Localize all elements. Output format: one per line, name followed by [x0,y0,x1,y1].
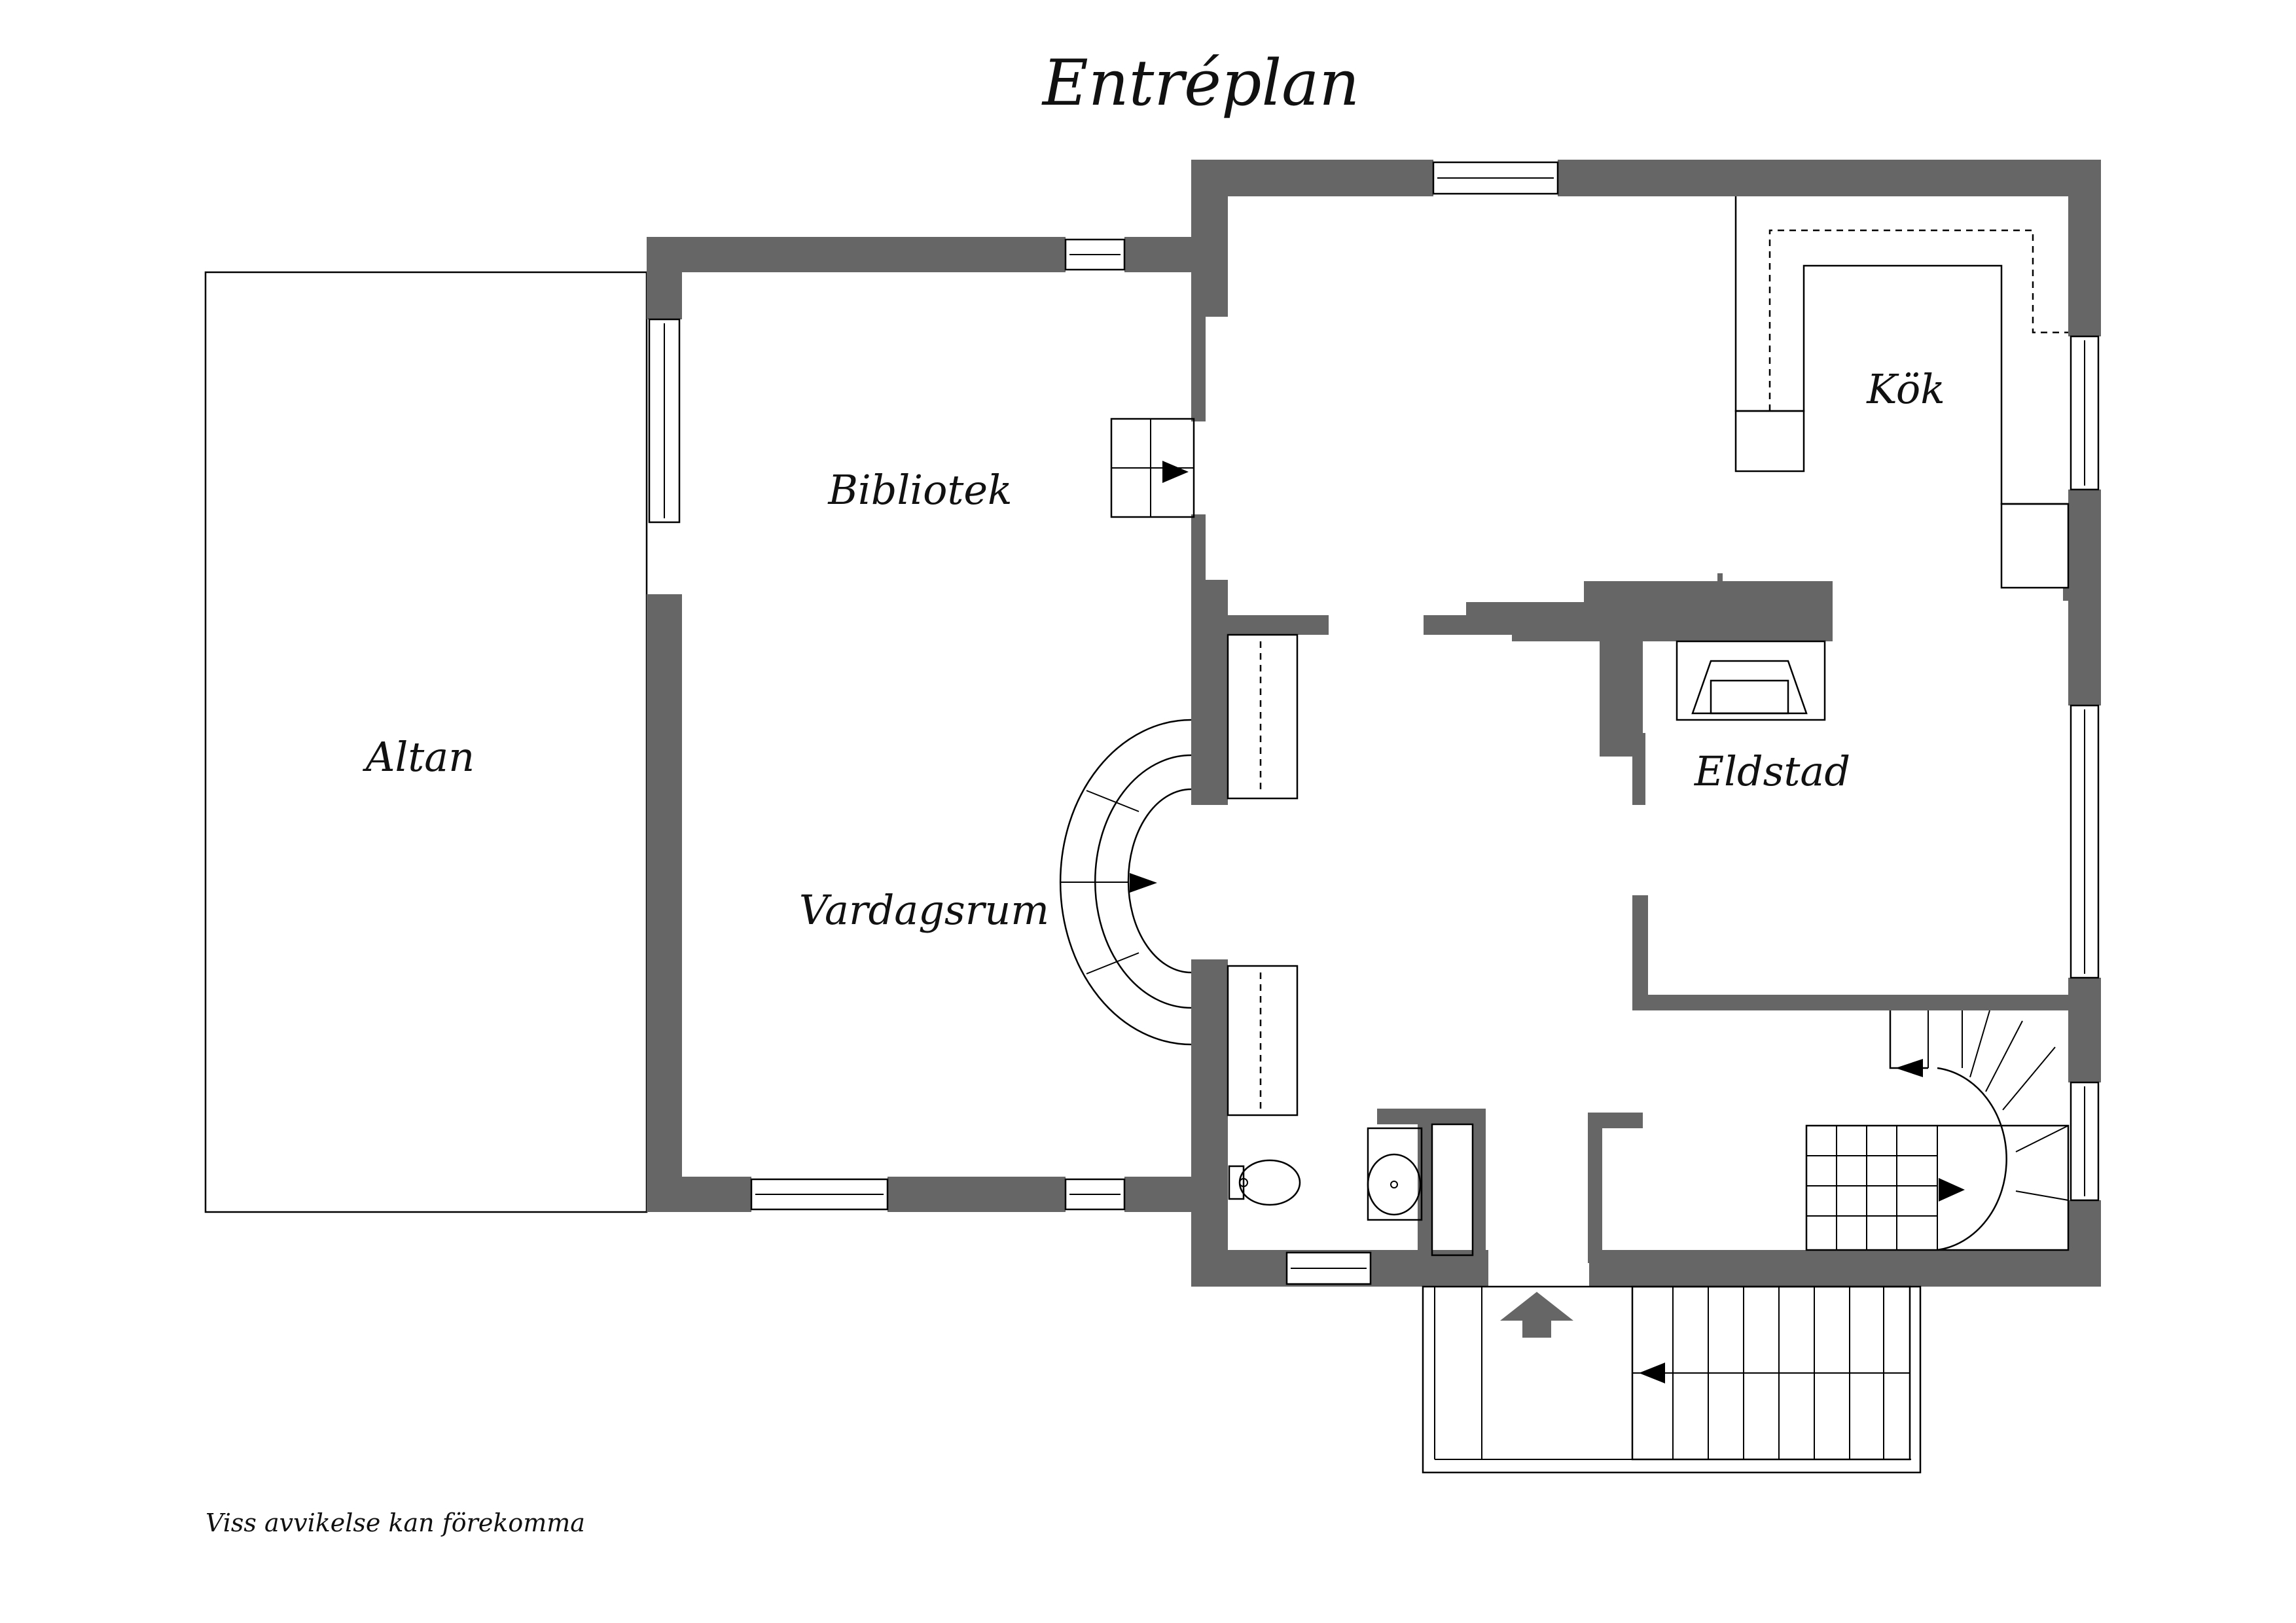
arrow-icon [1130,873,1157,893]
disclaimer-text: Viss avvikelse kan förekomma [206,1508,585,1537]
windows [648,161,2100,1285]
outdoor-steps [1631,1285,1911,1461]
kitchen-counters [1734,196,2070,589]
room-label-vardagsrum: Vardagsrum [799,886,1049,934]
room-label-bibliotek: Bibliotek [827,466,1012,514]
direction-arrows [1130,461,1965,1383]
entrance-arrow-icon [1500,1292,1573,1338]
entrance-porch [1422,1285,1922,1474]
room-label-altan: Altan [363,733,475,781]
toilet [1228,1159,1301,1206]
staircase [1805,1010,2070,1251]
arrow-icon [1162,461,1189,483]
curved-steps [1059,719,1192,1046]
sink [1367,1123,1474,1257]
arrow-icon [1895,1059,1923,1077]
fireplace-insert [1676,640,1826,721]
arrow-icon [1939,1178,1965,1202]
room-label-kok: Kök [1866,365,1945,413]
walls [647,160,2101,1287]
plan-title: Entréplan [1041,46,1359,120]
built-in-cabinets [1110,418,1299,1116]
room-label-eldstad: Eldstad [1694,747,1850,795]
arrow-icon [1639,1363,1665,1383]
